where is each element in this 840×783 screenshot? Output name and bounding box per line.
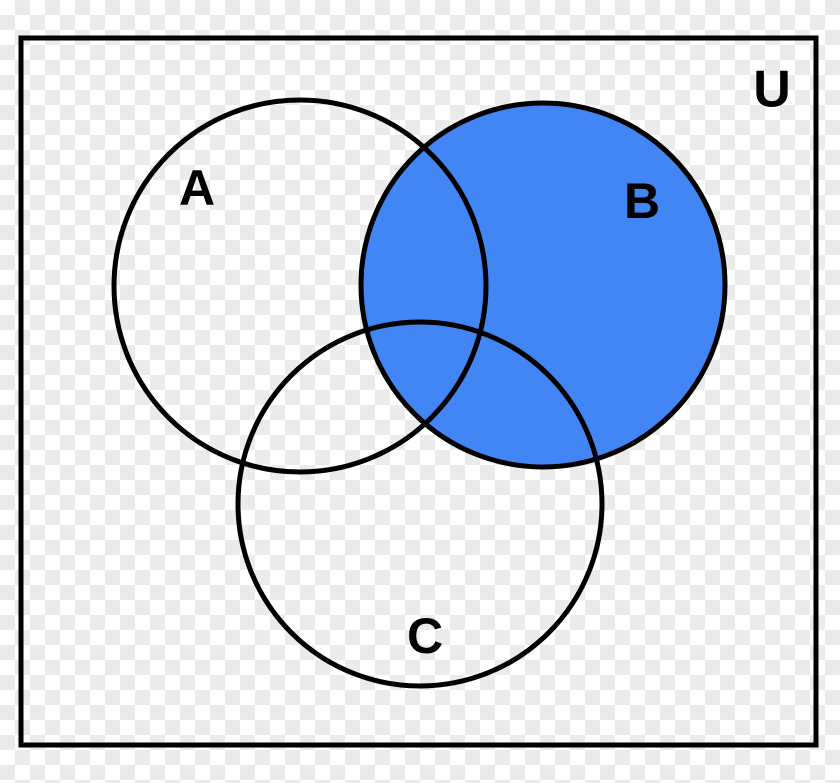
set-a-circle[interactable]	[111, 97, 489, 475]
set-b-circle[interactable]	[358, 100, 728, 470]
universe-label: U	[753, 61, 791, 119]
set-c-label: C	[407, 608, 443, 664]
set-c-circle[interactable]	[235, 319, 605, 689]
set-b-shaded-fill[interactable]	[361, 103, 725, 467]
universe-set-rectangle[interactable]	[18, 35, 819, 748]
set-a-label: A	[179, 160, 215, 216]
set-b-label: B	[624, 173, 660, 229]
